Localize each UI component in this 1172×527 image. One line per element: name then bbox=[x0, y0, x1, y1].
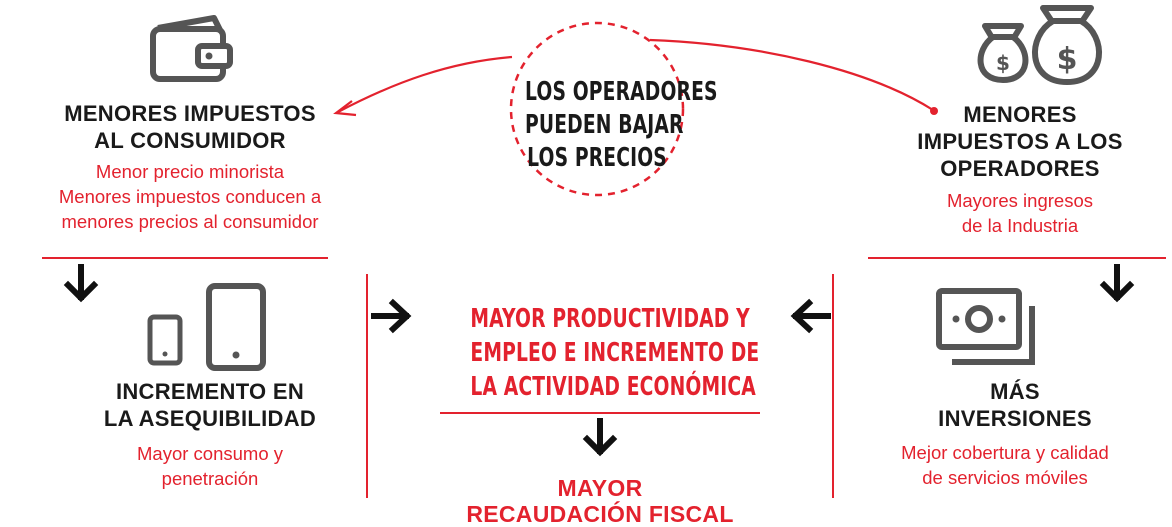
right-top-divider bbox=[868, 257, 1166, 259]
center-bubble-outline bbox=[509, 21, 685, 197]
arrow-down-icon bbox=[1099, 264, 1135, 303]
right-vertical-divider bbox=[832, 274, 834, 498]
affordability-subtitle: Mayor consumo y penetración bbox=[137, 443, 283, 489]
operator-taxes-subtitle: Mayores ingresos de la Industria bbox=[946, 190, 1093, 236]
center-divider bbox=[440, 412, 760, 414]
arrow-right-icon bbox=[371, 298, 412, 334]
arrow-left-icon bbox=[790, 298, 831, 334]
center-bubble-text: LOS OPERADORES PUEDEN BAJAR LOS PRECIOS bbox=[525, 77, 718, 173]
arrow-down-icon bbox=[582, 418, 618, 457]
consumer-taxes-subtitle: Menor precio minorista Menores impuestos… bbox=[58, 161, 322, 232]
operator-taxes-title: MENORES IMPUESTOS A LOS OPERADORES bbox=[917, 102, 1123, 181]
investments-subtitle: Mejor cobertura y calidad de servicios m… bbox=[901, 442, 1109, 488]
money-bags-icon: $ $ bbox=[977, 5, 1103, 85]
svg-text:$: $ bbox=[996, 51, 1010, 75]
svg-text:$: $ bbox=[1057, 42, 1078, 77]
consumer-taxes-title: MENORES IMPUESTOS AL CONSUMIDOR bbox=[64, 101, 316, 153]
arrow-down-icon bbox=[63, 264, 99, 303]
phone-tablet-icon bbox=[147, 283, 266, 371]
investments-title: MÁS INVERSIONES bbox=[938, 379, 1092, 431]
left-top-divider bbox=[42, 257, 328, 259]
fiscal-title: MAYOR RECAUDACIÓN FISCAL bbox=[466, 475, 734, 527]
wallet-icon bbox=[150, 15, 233, 82]
affordability-title: INCREMENTO EN LA ASEQUIBILIDAD bbox=[103, 379, 317, 431]
banknotes-icon bbox=[936, 288, 1035, 365]
productivity-text: MAYOR PRODUCTIVIDAD Y EMPLEO E INCREMENT… bbox=[470, 304, 760, 402]
left-vertical-divider bbox=[366, 274, 368, 498]
